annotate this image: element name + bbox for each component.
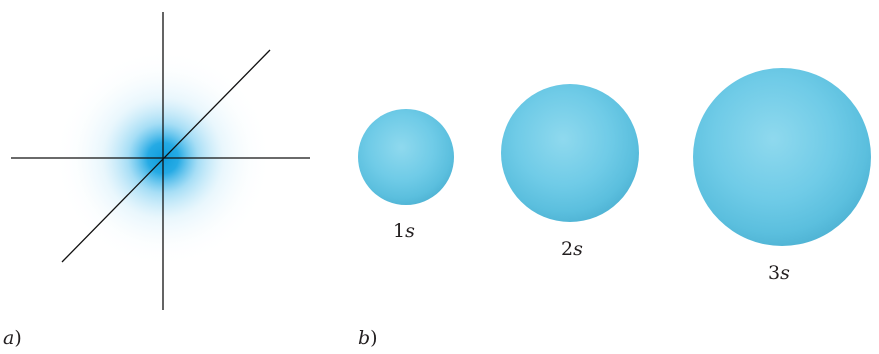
s-orbitals-panel	[358, 68, 871, 246]
panel-b-paren: )	[370, 327, 377, 349]
orbital-1s-n: 1	[393, 220, 405, 242]
orbital-2s-n: 2	[561, 238, 573, 260]
orbital-1s-l: s	[405, 220, 415, 242]
panel-a-label: a)	[3, 327, 22, 349]
panel-a-letter: a	[3, 327, 14, 349]
orbital-2s-sphere	[501, 84, 639, 222]
orbital-3s-l: s	[780, 262, 790, 284]
orbital-2s-l: s	[573, 238, 583, 260]
orbital-1s-sphere	[358, 109, 454, 205]
orbital-2s-label: 2s	[561, 238, 583, 260]
panel-b-letter: b	[358, 327, 370, 349]
orbital-3s-label: 3s	[768, 262, 790, 284]
orbital-3s-n: 3	[768, 262, 780, 284]
panel-b-label: b)	[358, 327, 378, 349]
electron-cloud-panel	[11, 12, 310, 310]
panel-a-paren: )	[14, 327, 21, 349]
orbital-3s-sphere	[693, 68, 871, 246]
orbital-1s-label: 1s	[393, 220, 415, 242]
